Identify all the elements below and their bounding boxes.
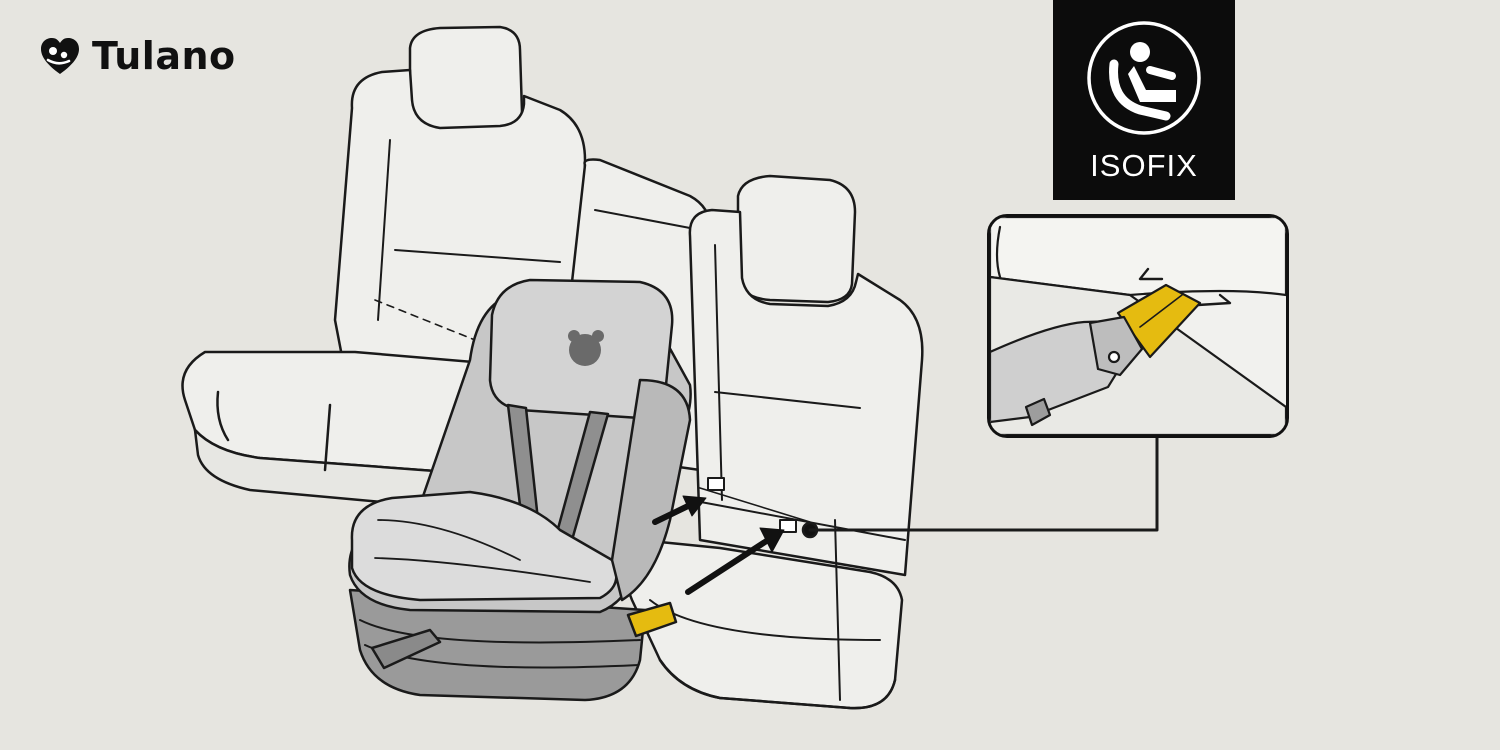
isofix-connector-closeup	[990, 217, 1286, 435]
isofix-badge: ISOFIX	[1053, 0, 1235, 200]
child-seat-cushion	[350, 490, 618, 602]
brand-logo: Tulano	[38, 34, 236, 78]
closeup-backrest	[990, 217, 1286, 297]
isofix-arm	[626, 601, 678, 638]
brand-name: Tulano	[92, 34, 236, 78]
child-car-seat	[348, 278, 692, 702]
child-seat-circle-icon	[1087, 21, 1201, 135]
callout-leader	[801, 432, 1159, 539]
bench-right-section	[625, 174, 924, 710]
isofix-label: ISOFIX	[1090, 148, 1198, 183]
right-backrest	[688, 208, 924, 577]
parent-child-heart-logo-icon	[41, 38, 79, 74]
bench-isofix-anchors	[699, 477, 811, 533]
lower-anchor-point	[779, 519, 797, 533]
closeup-connector-housing	[1088, 315, 1144, 377]
left-headrest	[408, 25, 524, 134]
arrow-upper	[652, 503, 691, 525]
child-seat-base	[348, 588, 647, 702]
right-headrest	[736, 174, 857, 304]
closeup-anchor-right	[1196, 293, 1232, 307]
upper-anchor-point	[707, 477, 725, 491]
child-seat-logo-mark	[568, 330, 604, 366]
insertion-arrows	[652, 495, 785, 595]
carry-handle-strap	[370, 628, 442, 670]
isofix-closeup-inset	[987, 214, 1289, 438]
closeup-anchor-left	[1138, 267, 1164, 281]
child-seat-side-wing	[610, 378, 692, 602]
arrow-lower	[685, 537, 771, 595]
closeup-release-button	[1024, 397, 1052, 427]
